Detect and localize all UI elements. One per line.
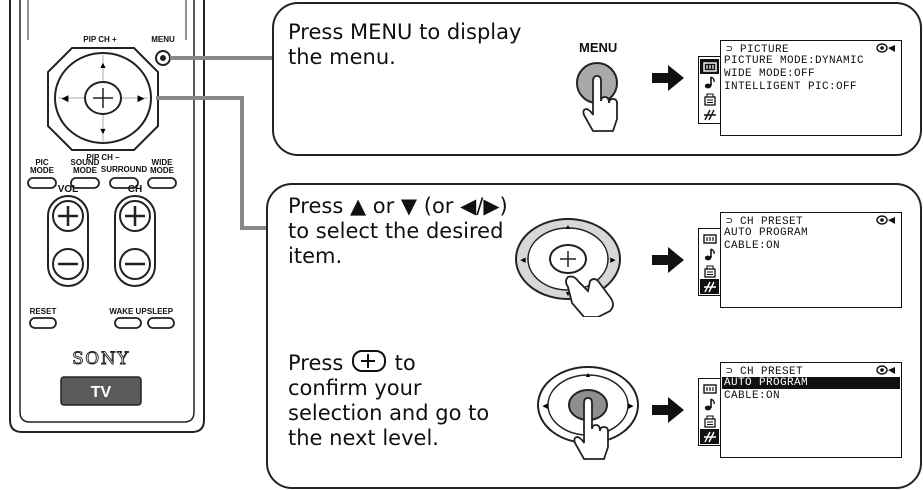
return-icon: ⊃ [726, 44, 741, 56]
svg-text:▶: ▶ [138, 93, 145, 103]
sound-icon [700, 247, 719, 262]
remote-sensor-icon [876, 43, 896, 57]
features-icon [700, 263, 719, 278]
osd-menu-item[interactable]: CABLE:ON [724, 390, 781, 402]
picture-icon [700, 381, 719, 396]
osd-menu-item[interactable]: CABLE:ON [724, 240, 781, 252]
osd-menu-item[interactable]: INTELLIGENT PIC:OFF [724, 81, 858, 93]
mode-button[interactable] [70, 177, 100, 189]
ch-label: CH [128, 184, 142, 195]
pip-ch-plus-label: PIP CH + [83, 35, 117, 44]
enter-button-icon [351, 350, 386, 372]
osd-menu-item[interactable]: AUTO PROGRAM [722, 377, 900, 389]
wakeup-button[interactable] [114, 317, 142, 329]
mode-button-label: SURROUND [101, 165, 147, 174]
wakeup-label: WAKE UP [109, 307, 147, 316]
mode-button-label: MODE [30, 166, 55, 175]
osd-menu-item[interactable]: AUTO PROGRAM [724, 227, 809, 239]
pointing-hand-icon [573, 397, 609, 460]
remote-sensor-icon [876, 215, 896, 229]
arrow-right-icon [652, 247, 684, 278]
arrow-right-icon [652, 397, 684, 428]
svg-text:▲: ▲ [99, 60, 108, 70]
menu-label: MENU [151, 35, 175, 44]
joystick-press-illustration: ▲ ▼ ◀ ▶ [515, 218, 621, 317]
sony-logo: SONY [72, 349, 130, 369]
step-1-instruction: Press MENU to display the menu. [288, 20, 522, 69]
mode-button-label: MODE [150, 166, 175, 175]
osd-title: ⊃ PICTURE [726, 44, 790, 56]
features-icon [700, 91, 719, 106]
picture-icon [700, 59, 719, 74]
vol-label: VOL [58, 184, 79, 195]
menu-button-press [576, 62, 618, 132]
svg-text:▲: ▲ [585, 372, 592, 379]
pointing-hand-icon [582, 75, 618, 132]
setup-icon [700, 429, 719, 444]
mode-button[interactable] [109, 177, 139, 189]
step-2-instruction: Press ▲ or ▼ (or ◀/▶) to select the desi… [288, 194, 508, 268]
osd-frame [720, 212, 902, 308]
mode-button-label: SOUND [71, 158, 100, 167]
svg-text:▶: ▶ [628, 403, 634, 410]
mode-button[interactable] [147, 177, 177, 189]
osd-title: ⊃ CH PRESET [726, 216, 804, 228]
osd-title: ⊃ CH PRESET [726, 366, 804, 378]
picture-icon [700, 231, 719, 246]
sleep-button[interactable] [147, 317, 175, 329]
osd-frame [720, 40, 902, 136]
features-icon [700, 413, 719, 428]
osd-menu-item[interactable]: WIDE MODE:OFF [724, 68, 816, 80]
return-icon: ⊃ [726, 216, 741, 228]
mode-button-label: PIC [35, 158, 49, 167]
svg-text:▼: ▼ [99, 126, 108, 136]
step-2-panel: Press ▲ or ▼ (or ◀/▶) to select the desi… [266, 183, 922, 489]
menu-button-label: MENU [579, 40, 618, 55]
sleep-label: SLEEP [147, 307, 174, 316]
sound-icon [700, 397, 719, 412]
center-press-illustration: ▲ ▼ ◀ ▶ [537, 366, 639, 460]
svg-text:◀: ◀ [520, 257, 526, 264]
reset-label: RESET [30, 307, 57, 316]
svg-text:◀: ◀ [62, 93, 69, 103]
return-icon: ⊃ [726, 366, 741, 378]
setup-icon [700, 107, 719, 122]
setup-icon [700, 279, 719, 294]
step-1-panel: Press MENU to display the menu. MENU ⊃ P… [272, 2, 922, 156]
pip-ch-minus-label: PIP CH – [86, 153, 120, 162]
remote-sensor-icon [876, 365, 896, 379]
mode-button[interactable] [27, 177, 57, 189]
svg-text:▲: ▲ [565, 224, 572, 231]
tv-badge [60, 376, 142, 406]
mode-button-label: MODE [73, 166, 98, 175]
sound-icon [700, 75, 719, 90]
step-3-instruction: Press to confirm your selection and go t… [288, 350, 490, 450]
svg-text:▶: ▶ [610, 257, 616, 264]
tv-label: TV [91, 384, 112, 401]
reset-button[interactable] [29, 317, 57, 329]
remote-control: PIP CH + MENU ▲ ▼ ◀ ▶ PIP CH – PICMODESO… [9, 0, 205, 433]
svg-text:▼: ▼ [565, 291, 572, 298]
osd-menu-item[interactable]: PICTURE MODE:DYNAMIC [724, 55, 865, 67]
svg-text:◀: ◀ [542, 403, 548, 410]
pointing-hand-icon [565, 275, 614, 317]
